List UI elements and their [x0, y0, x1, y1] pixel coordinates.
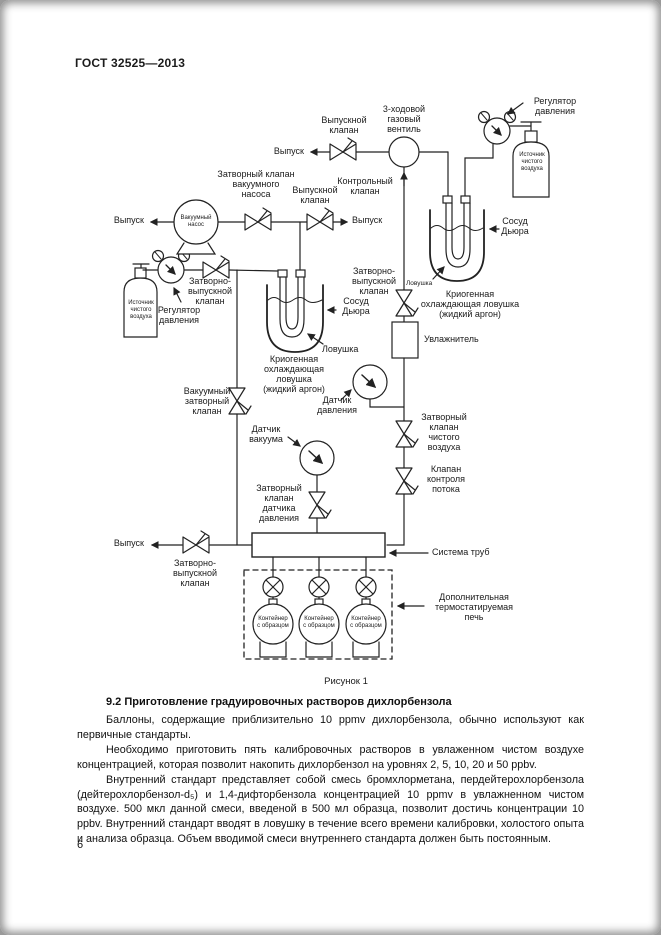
thermostatted-oven-box [243, 569, 393, 660]
pressure-regulator-left-symbol [153, 251, 190, 284]
pressure-sensor-gauge [353, 365, 387, 399]
piping-diagram [123, 102, 550, 660]
sample-container-assembly-2 [298, 556, 340, 658]
dewar-vessel-right [429, 209, 485, 282]
cryo-trap-center [279, 276, 305, 338]
paragraph-3: Внутренний стандарт представляет собой с… [77, 773, 584, 846]
figure-caption: Рисунок 1 [324, 676, 368, 687]
document-header: ГОСТ 32525—2013 [75, 56, 186, 70]
sample-container-assembly-1 [252, 556, 294, 658]
pressure-sensor-gate-valve-symbol [308, 491, 332, 519]
gate-outlet-valve-bottom-symbol [182, 530, 210, 554]
cryo-trap-right [445, 202, 471, 268]
section-heading: 9.2 Приготовление градуировочных раствор… [106, 696, 452, 708]
gate-outlet-valve-left-symbol [202, 255, 230, 279]
vacuum-pump-gate-valve-symbol [244, 207, 272, 231]
vacuum-sensor-gauge [300, 441, 334, 475]
outlet-valve-top-symbol [329, 137, 357, 161]
clean-air-cylinder-left [123, 277, 158, 338]
paragraph-1: Баллоны, содержащие приблизительно 10 pp… [77, 714, 584, 741]
vacuum-pump-symbol [173, 199, 219, 245]
pressure-regulator-top-symbol [479, 112, 516, 145]
vacuum-gate-valve-symbol [228, 387, 252, 415]
body-text: Баллоны, содержащие приблизительно 10 pp… [77, 713, 584, 847]
three-way-valve-symbol [388, 136, 420, 168]
clean-air-gate-valve-symbol [395, 420, 419, 448]
page-number: 6 [77, 839, 84, 851]
clean-air-cylinder-top [512, 141, 550, 198]
flow-control-valve-symbol [395, 467, 419, 495]
gate-outlet-valve-right-symbol [395, 289, 419, 317]
humidifier-box [391, 321, 419, 359]
tube-system-box [251, 532, 386, 558]
dewar-vessel-center [266, 284, 324, 353]
sample-container-assembly-3 [345, 556, 387, 658]
outlet-valve-mid-symbol [306, 207, 334, 231]
paragraph-2: Необходимо приготовить пять калибровочны… [77, 743, 584, 771]
